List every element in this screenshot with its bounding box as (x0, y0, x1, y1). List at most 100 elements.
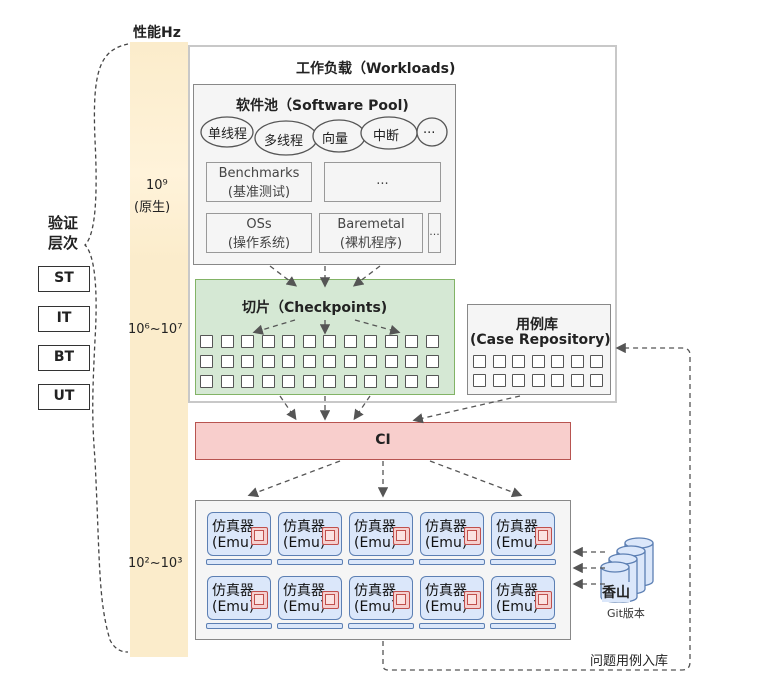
case-cell (492, 355, 506, 368)
checkpoint-cell (282, 335, 295, 348)
emulator-base (277, 559, 343, 565)
case-cell (531, 374, 545, 387)
level-low-label: 10²~10³ (128, 556, 183, 571)
emulator-base (206, 559, 272, 565)
ci-label: CI (375, 432, 391, 448)
level-st: ST (38, 266, 90, 292)
emulator-label: 仿真器 (354, 519, 396, 535)
xiangshan-label: 香山 (602, 582, 630, 602)
cloud-vector: 向量 (322, 132, 349, 147)
level-mid-label: 10⁶~10⁷ (128, 322, 183, 337)
emulator-label: 仿真器 (283, 583, 325, 599)
checkpoint-cell (425, 355, 439, 368)
cloud-single-thread: 单线程 (208, 127, 248, 142)
checkpoint-cell (261, 375, 275, 388)
checkpoint-cell (302, 375, 316, 388)
emulator: 仿真器(Emu) (278, 576, 342, 620)
level-ut: UT (38, 384, 90, 410)
emulator: 仿真器(Emu) (349, 576, 413, 620)
emulator-label: 仿真器 (212, 519, 254, 535)
chip-icon (322, 591, 339, 609)
chip-icon (393, 591, 410, 609)
case-cell (590, 374, 603, 387)
emulator-base (206, 623, 272, 629)
checkpoint-cell (323, 355, 336, 368)
checkpoint-cell (241, 355, 254, 368)
level-high-label: 10⁹ (146, 178, 168, 193)
pool-item-baremetal: Baremetal (裸机程序) (319, 213, 423, 253)
case-cell (492, 374, 506, 387)
emulator-sublabel: (Emu) (354, 599, 397, 615)
checkpoint-cell (282, 355, 295, 368)
checkpoint-cell (405, 375, 418, 388)
checkpoint-cell (343, 375, 357, 388)
checkpoint-cell (200, 375, 213, 388)
case-cell (473, 355, 486, 368)
checkpoint-cell (200, 355, 213, 368)
pool-item-oss: OSs (操作系统) (206, 213, 312, 253)
emulator-label: 仿真器 (212, 583, 254, 599)
verification-title-1: 验证 (48, 214, 79, 232)
checkpoint-cell (364, 375, 377, 388)
checkpoint-cell (200, 335, 213, 348)
case-cell (551, 355, 564, 368)
checkpoint-cell (425, 375, 439, 388)
emulator-base (490, 623, 556, 629)
pool-item-benchmarks: Benchmarks (基准测试) (206, 162, 312, 202)
emulator-label: 仿真器 (283, 519, 325, 535)
emulator: 仿真器(Emu) (420, 576, 484, 620)
emulator-sublabel: (Emu) (425, 599, 468, 615)
emulator-sublabel: (Emu) (425, 535, 468, 551)
checkpoint-cell (343, 335, 357, 348)
performance-band-lower (130, 42, 188, 262)
emulator: 仿真器(Emu) (420, 512, 484, 556)
checkpoint-cell (220, 335, 234, 348)
emulator-label: 仿真器 (425, 519, 467, 535)
level-bt: BT (38, 345, 90, 371)
emulator-base (277, 623, 343, 629)
case-repository-title-1: 用例库 (516, 317, 558, 333)
emulator-base (348, 623, 414, 629)
checkpoint-cell (261, 335, 275, 348)
feedback-label: 问题用例入库 (590, 654, 669, 669)
emulator: 仿真器(Emu) (349, 512, 413, 556)
emulator-sublabel: (Emu) (212, 599, 255, 615)
case-cell (551, 374, 564, 387)
case-cell (512, 355, 525, 368)
xiangshan-sub: Git版本 (607, 607, 645, 620)
case-cell (570, 355, 584, 368)
emulator-sublabel: (Emu) (283, 535, 326, 551)
emulator-base (419, 623, 485, 629)
level-high-note: (原生) (134, 200, 171, 215)
cloud-multi-thread: 多线程 (264, 134, 304, 149)
emulator-base (348, 559, 414, 565)
chip-icon (464, 527, 481, 545)
checkpoint-cell (220, 375, 234, 388)
case-cell (531, 355, 545, 368)
emulator: 仿真器(Emu) (278, 512, 342, 556)
case-cell (512, 374, 525, 387)
workloads-title: 工作负载（Workloads) (296, 61, 456, 77)
chip-icon (464, 591, 481, 609)
emulator: 仿真器(Emu) (207, 512, 271, 556)
level-it: IT (38, 306, 90, 332)
checkpoint-cell (241, 335, 254, 348)
emulator: 仿真器(Emu) (491, 512, 555, 556)
emulator-label: 仿真器 (354, 583, 396, 599)
chip-icon (251, 527, 268, 545)
pool-item-more-2: ... (428, 213, 441, 253)
emulator: 仿真器(Emu) (491, 576, 555, 620)
checkpoint-cell (241, 375, 254, 388)
checkpoint-cell (302, 335, 316, 348)
checkpoint-cell (384, 335, 398, 348)
checkpoint-grid (200, 335, 450, 391)
emulator-sublabel: (Emu) (354, 535, 397, 551)
checkpoint-cell (302, 355, 316, 368)
performance-axis-title: 性能Hz (133, 25, 181, 41)
case-cell (590, 355, 603, 368)
emulator-sublabel: (Emu) (212, 535, 255, 551)
checkpoint-cell (384, 375, 398, 388)
checkpoint-cell (282, 375, 295, 388)
case-cell (473, 374, 486, 387)
